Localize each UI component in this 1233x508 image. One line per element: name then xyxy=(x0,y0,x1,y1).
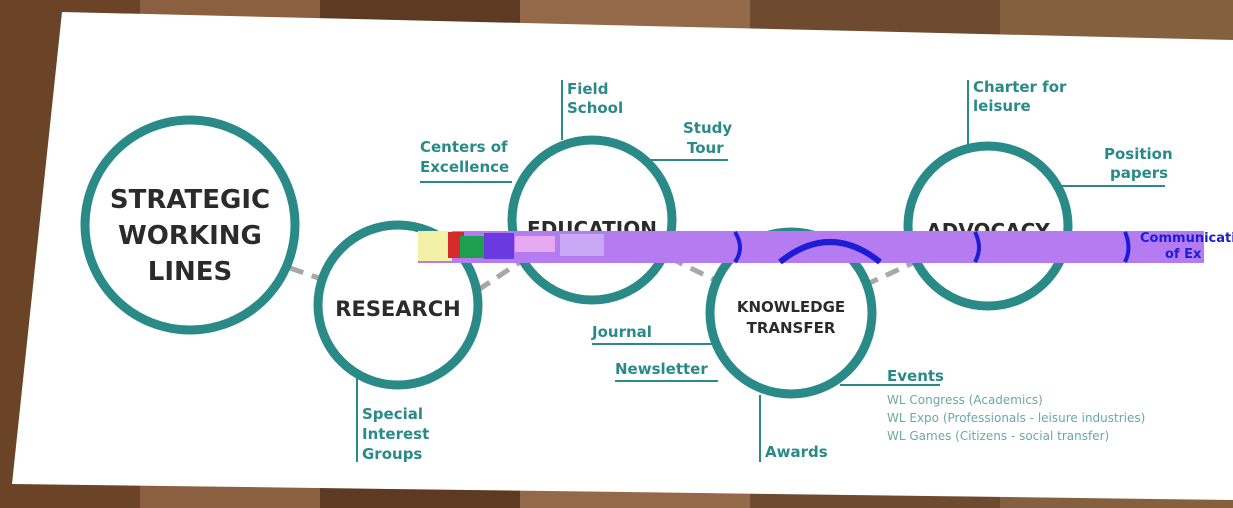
node-research-circle xyxy=(313,220,483,390)
position-line-2: papers xyxy=(1110,164,1168,182)
awards-label: Awards xyxy=(765,443,828,461)
charter-line-2: leisure xyxy=(973,97,1031,115)
sig-line-2: Interest xyxy=(362,425,429,443)
study-tour-line-1: Study xyxy=(683,119,732,137)
sig-line-3: Groups xyxy=(362,445,422,463)
strategic-line-3: LINES xyxy=(148,257,233,287)
knowledge-line-1: KNOWLEDGE xyxy=(737,298,845,316)
strategic-line-2: WORKING xyxy=(118,221,262,251)
node-strategic-circle xyxy=(80,115,300,335)
glitch-communication-text: Communication xyxy=(1140,231,1233,246)
event-item: WL Congress (Academics) xyxy=(887,393,1043,407)
field-school-line-2: School xyxy=(567,99,623,117)
study-tour-line-2: Tour xyxy=(687,139,724,157)
connector-research-education xyxy=(476,259,522,293)
field-school-line-1: Field xyxy=(567,80,608,98)
research-label: RESEARCH xyxy=(335,297,460,321)
glitch-artifact: Communication of Ex xyxy=(418,230,1233,265)
event-item: WL Expo (Professionals - leisure industr… xyxy=(887,411,1145,425)
newsletter-label: Newsletter xyxy=(615,360,708,378)
charter-line-1: Charter for xyxy=(973,78,1067,96)
events-label: Events xyxy=(887,367,944,385)
journal-label: Journal xyxy=(591,323,652,341)
position-line-1: Position xyxy=(1104,145,1173,163)
sig-line-1: Special xyxy=(362,405,423,423)
centers-line-2: Excellence xyxy=(420,158,509,176)
connector-knowledge-advocacy xyxy=(863,259,917,288)
centers-line-1: Centers of xyxy=(420,138,508,156)
strategic-line-1: STRATEGIC xyxy=(110,185,270,215)
event-item: WL Games (Citizens - social transfer) xyxy=(887,429,1109,443)
glitch-of-ex-text: of Ex xyxy=(1165,247,1202,262)
knowledge-line-2: TRANSFER xyxy=(747,319,836,337)
node-advocacy-circle xyxy=(903,141,1073,311)
